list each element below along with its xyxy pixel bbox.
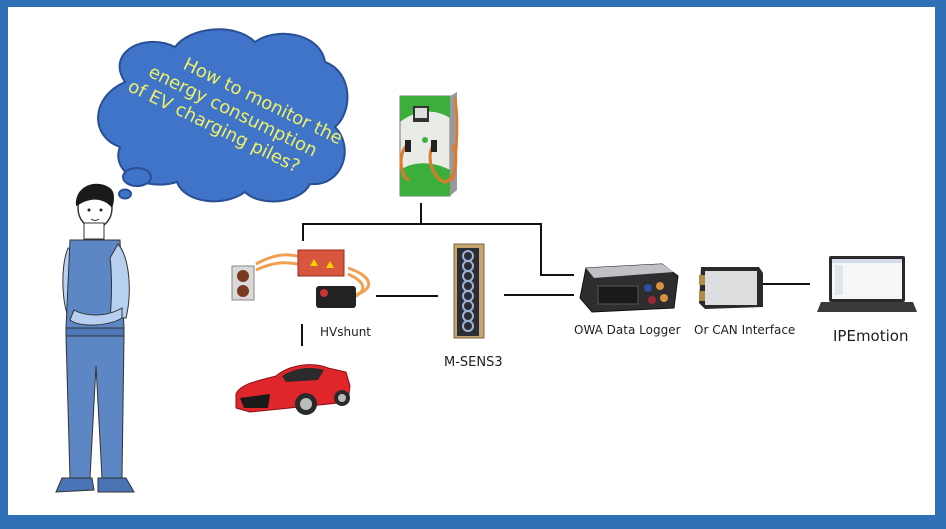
can-interface-label: Or CAN Interface — [694, 323, 796, 337]
connector-hvshunt-car — [301, 324, 303, 346]
connector-pile-down — [420, 203, 422, 225]
connector-to-logger-top — [540, 274, 574, 276]
can-interface-icon — [699, 267, 763, 309]
owa-logger-label: OWA Data Logger — [574, 323, 681, 337]
ev-charging-station-icon — [399, 92, 459, 197]
msens3-label: M-SENS3 — [444, 355, 503, 370]
data-logger-icon — [579, 263, 679, 313]
connector-hvshunt-msens — [376, 295, 438, 297]
ipemotion-label: IPEmotion — [833, 327, 909, 345]
hvshunt-label: HVshunt — [320, 325, 372, 339]
thought-bubble: How to monitor the energy consumption of… — [97, 28, 349, 203]
connector-right-down — [540, 223, 542, 275]
red-sports-car-icon — [235, 364, 351, 415]
m-sens3-module-icon — [453, 243, 485, 339]
connector-bus — [302, 223, 542, 225]
connector-msens-logger — [504, 294, 574, 296]
connector-to-hvshunt — [302, 223, 304, 241]
thinking-man-icon — [55, 183, 135, 493]
laptop-icon — [817, 256, 917, 312]
connector-can-laptop — [760, 283, 810, 285]
hv-shunt-sensor-icon — [231, 249, 371, 308]
